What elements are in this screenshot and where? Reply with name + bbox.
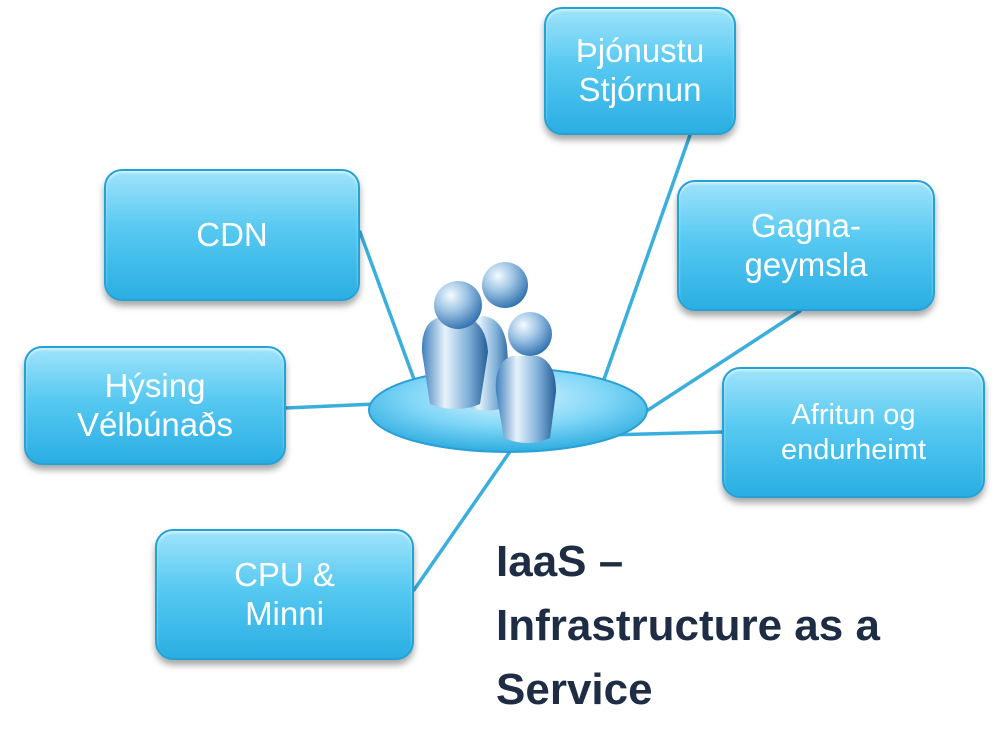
caption-line-2: Infrastructure as a	[496, 601, 880, 650]
caption-line-1: IaaS –	[496, 537, 624, 586]
node-label: Hýsing Vélbúnaðs	[77, 366, 233, 443]
node-afritun-og-endurheimt: Afritun og endurheimt	[722, 367, 985, 498]
node-label: Þjónustu Stjórnun	[575, 32, 705, 108]
connector-afritun	[603, 430, 724, 437]
node-label: Gagna- geymsla	[744, 206, 868, 283]
person-left	[421, 281, 488, 409]
node-label: Afritun og endurheimt	[780, 399, 927, 466]
person-front	[495, 312, 556, 443]
node-cdn: CDN	[104, 169, 360, 301]
node-cpu-minni: CPU & Minni	[155, 529, 414, 660]
connector-hysing	[284, 402, 377, 410]
caption-line-3: Service	[496, 665, 653, 714]
connector-cpu	[412, 438, 520, 592]
connector-gagna	[643, 309, 802, 414]
node-label: CPU & Minni	[234, 555, 335, 632]
node-hysing-velbunads: Hýsing Vélbúnaðs	[24, 346, 286, 465]
node-thjonustu-stjornun: Þjónustu Stjórnun	[544, 7, 736, 135]
node-label: CDN	[196, 215, 268, 253]
connector-thjonustu	[600, 133, 692, 387]
diagram-caption: IaaS – Infrastructure as a Service	[496, 530, 992, 722]
node-gagnageymsla: Gagna- geymsla	[677, 180, 935, 311]
connector-cdn	[358, 230, 417, 384]
